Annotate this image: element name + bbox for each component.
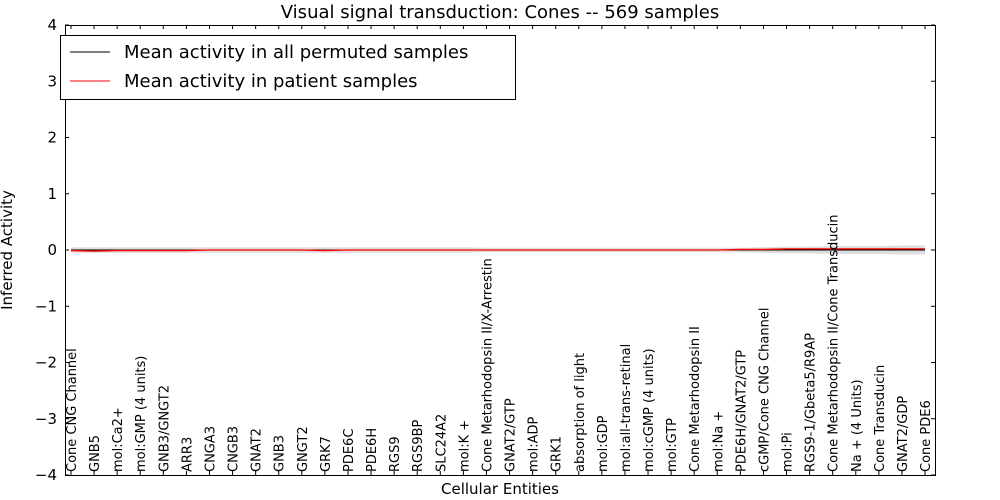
x-tick-label: PDE6C xyxy=(342,429,357,472)
x-tick-label: PDE6H xyxy=(365,428,380,472)
chart-title: Visual signal transduction: Cones -- 569… xyxy=(281,2,719,23)
x-tick-label: CNGA3 xyxy=(203,426,218,472)
x-tick-label: Cone PDE6 xyxy=(919,400,934,472)
x-tick-label: Cone Metarhodopsin II xyxy=(688,326,703,472)
x-tick-label: CNGB3 xyxy=(227,426,242,472)
y-axis-label: Inferred Activity xyxy=(0,190,16,310)
legend-label-permuted: Mean activity in all permuted samples xyxy=(124,42,468,63)
x-axis-label: Cellular Entities xyxy=(441,480,559,498)
legend: Mean activity in all permuted samples Me… xyxy=(60,35,516,100)
y-tick-label: −3 xyxy=(35,410,57,428)
x-tick-label: absorption of light xyxy=(573,353,588,472)
x-tick-label: ARR3 xyxy=(180,437,195,472)
x-tick-label: Cone Metarhodopsin II/Cone Transducin xyxy=(827,215,842,473)
x-tick-label: Cone Metarhodopsin II/X-Arrestin xyxy=(480,258,495,472)
x-tick-label: mol:ADP xyxy=(527,416,542,472)
x-tick-label: mol:Ca2+ xyxy=(111,407,126,472)
y-tick-label: 2 xyxy=(47,129,57,147)
y-tick-label: 4 xyxy=(47,16,57,34)
x-tick-label: cGMP/Cone CNG Channel xyxy=(757,308,772,472)
x-tick-label: GNAT2 xyxy=(250,428,265,472)
y-tick-label: −4 xyxy=(35,466,57,484)
y-tick-label: 0 xyxy=(47,241,57,259)
x-tick-label: GNAT2/GDP xyxy=(896,396,911,472)
x-tick-label: RGS9-1/Gbeta5/R9AP xyxy=(804,333,819,472)
x-tick-label: mol:Pi xyxy=(781,432,796,472)
x-tick-label: GNGT2 xyxy=(296,426,311,472)
x-tick-label: Cone CNG Channel xyxy=(65,348,80,472)
x-tick-label: mol:K + xyxy=(457,420,472,472)
x-tick-label: mol:Na + xyxy=(711,411,726,472)
x-tick-label: GNB3/GNGT2 xyxy=(157,385,172,472)
x-tick-label: RGS9 xyxy=(388,436,403,472)
x-tick-label: mol:all-trans-retinal xyxy=(619,344,634,472)
series-line-patient xyxy=(70,248,925,252)
x-tick-label: Cone Transducin xyxy=(873,365,888,472)
x-tick-label: SLC24A2 xyxy=(434,414,449,472)
x-tick-label: GNB3 xyxy=(273,435,288,472)
x-tick-label: Na + (4 Units) xyxy=(850,379,865,472)
x-tick-label: GRK7 xyxy=(319,436,334,472)
legend-box xyxy=(60,35,516,100)
y-tick-label: 3 xyxy=(47,72,57,90)
x-tick-label: GRK1 xyxy=(550,436,565,472)
x-tick-label: GNB5 xyxy=(88,435,103,472)
x-tick-label: RGS9BP xyxy=(411,419,426,472)
x-tick-label: PDE6H/GNAT2/GTP xyxy=(734,350,749,472)
x-tick-label: mol:cGMP (4 units) xyxy=(642,348,657,472)
y-tick-label: −1 xyxy=(35,297,57,315)
x-tick-label: mol:GDP xyxy=(596,415,611,472)
x-tick-label: GNAT2/GTP xyxy=(504,398,519,472)
y-tick-label: 1 xyxy=(47,185,57,203)
legend-label-patient: Mean activity in patient samples xyxy=(124,71,418,92)
x-tick-label: mol:GTP xyxy=(665,418,680,472)
x-tick-label: mol:GMP (4 units) xyxy=(134,356,149,472)
y-tick-label: −2 xyxy=(35,354,57,372)
